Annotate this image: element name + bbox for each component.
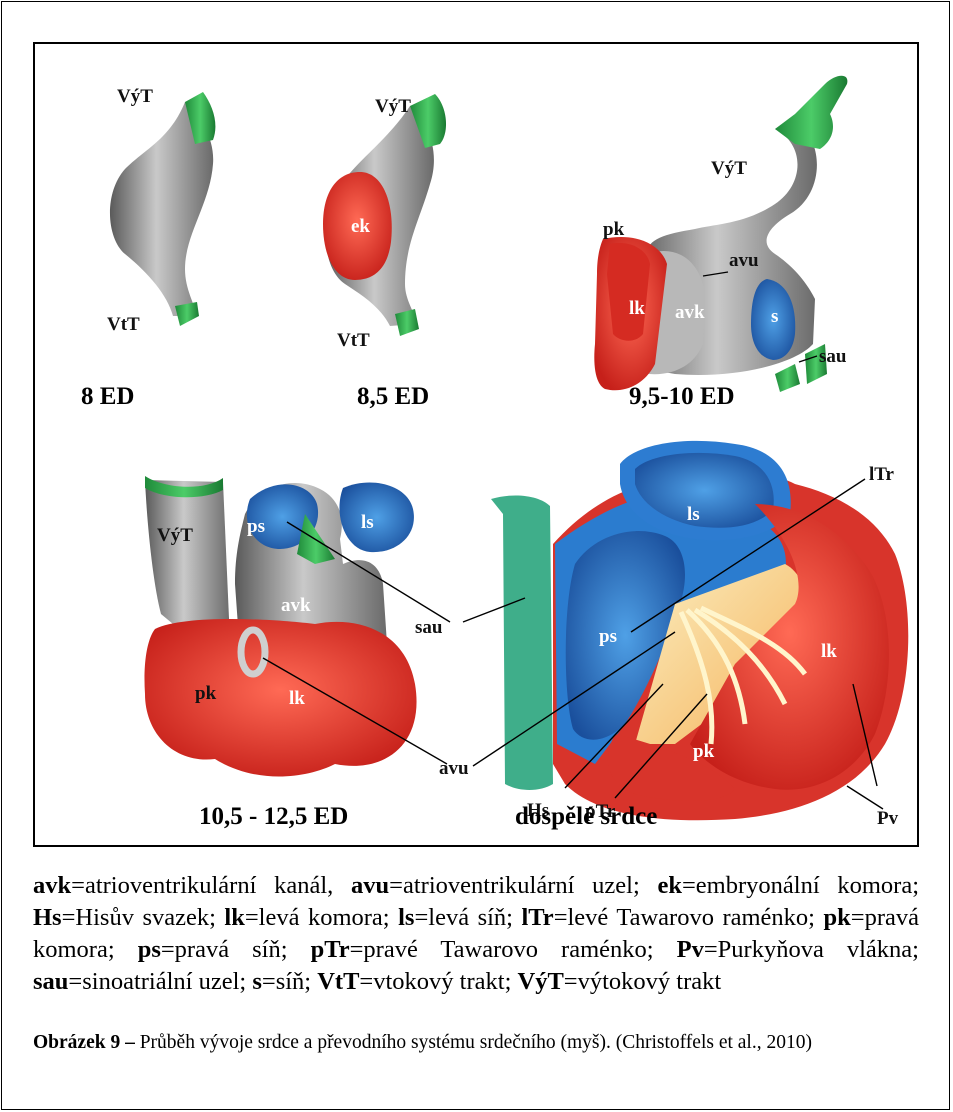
heart-8ed: VýT VtT 8 ED (81, 86, 215, 410)
legend-definition: =atrioventrikulární uzel; (389, 872, 657, 899)
label-lk: lk (629, 298, 645, 319)
label-s: s (771, 306, 778, 327)
label-pv: Pv (877, 808, 899, 829)
legend-definition: =síň; (262, 968, 317, 995)
legend-abbr: avu (351, 872, 389, 899)
label-ek: ek (351, 216, 370, 237)
label-lk: lk (289, 688, 305, 709)
legend-abbr: lTr (521, 904, 553, 931)
label-ls: ls (687, 504, 700, 525)
label-vyt: VýT (375, 96, 411, 117)
legend-abbr: ls (398, 904, 414, 931)
label-avu: avu (439, 758, 469, 779)
label-avk: avk (281, 595, 311, 616)
legend-abbr: ps (138, 936, 161, 963)
legend-definition: =levá síň; (414, 904, 521, 931)
legend-definition: =atrioventrikulární kanál, (71, 872, 351, 899)
legend-definition: =embryonální komora; (682, 872, 919, 899)
label-pk: pk (693, 741, 715, 762)
legend-definition: =sinoatriální uzel; (68, 968, 252, 995)
legend-abbr: s (252, 968, 262, 995)
caption-label: Obrázek 9 – (33, 1032, 135, 1053)
legend-abbr: Pv (677, 936, 704, 963)
legend-abbr: Hs (33, 904, 62, 931)
legend-definition: =Hisův svazek; (62, 904, 225, 931)
label-pk: pk (603, 219, 625, 240)
legend-definition: =vtokový trakt; (359, 968, 517, 995)
label-ls: ls (361, 512, 374, 533)
legend-abbr: pk (823, 904, 850, 931)
figure-frame: VýT VtT 8 ED ek VýT VtT 8,5 ED VýT pk av… (33, 42, 919, 847)
legend-definition: =levá komora; (245, 904, 398, 931)
legend-definition: =výtokový trakt (564, 968, 721, 995)
heart-105ed: VýT ps ls avk pk lk 10,5 - 12,5 ED (144, 476, 416, 830)
stage-label-95ed: 9,5-10 ED (629, 383, 735, 410)
heart-85ed: ek VýT VtT 8,5 ED (323, 94, 446, 410)
heart-95ed: VýT pk avu lk avk s sau 9,5-10 ED (594, 76, 847, 410)
label-avu: avu (729, 250, 759, 271)
legend-abbr: avk (33, 872, 71, 899)
legend: avk=atrioventrikulární kanál, avu=atriov… (33, 870, 919, 998)
legend-definition: =pravé Tawarovo raménko; (350, 936, 677, 963)
label-ps: ps (599, 626, 617, 647)
label-avk: avk (675, 302, 705, 323)
legend-abbr: ek (657, 872, 682, 899)
legend-abbr: VýT (518, 968, 564, 995)
legend-abbr: VtT (317, 968, 359, 995)
caption-text: Průběh vývoje srdce a převodního systému… (135, 1032, 812, 1053)
label-sau: sau (415, 617, 443, 638)
stage-label-adult: dospělé srdce (515, 803, 657, 830)
figure-caption: Obrázek 9 – Průběh vývoje srdce a převod… (33, 1030, 919, 1055)
legend-definition: =levé Tawarovo raménko; (554, 904, 824, 931)
label-ps: ps (247, 516, 265, 537)
legend-abbr: lk (224, 904, 244, 931)
legend-definition: =pravá síň; (161, 936, 311, 963)
label-vtt: VtT (107, 314, 140, 335)
label-ltr: lTr (869, 464, 895, 485)
stage-label-85ed: 8,5 ED (357, 383, 429, 410)
label-sau: sau (819, 346, 847, 367)
stage-label-105ed: 10,5 - 12,5 ED (199, 803, 348, 830)
stage-label-8ed: 8 ED (81, 383, 134, 410)
label-vtt: VtT (337, 330, 370, 351)
legend-definition: =Purkyňova vlákna; (704, 936, 919, 963)
label-lk: lk (821, 641, 837, 662)
heart-development-diagram: VýT VtT 8 ED ek VýT VtT 8,5 ED VýT pk av… (35, 44, 917, 845)
legend-abbr: pTr (311, 936, 350, 963)
heart-adult: ls ps lk pk (491, 441, 908, 820)
label-pk: pk (195, 683, 217, 704)
label-vyt: VýT (117, 86, 153, 107)
legend-abbr: sau (33, 968, 68, 995)
label-vyt: VýT (157, 525, 193, 546)
label-vyt: VýT (711, 158, 747, 179)
